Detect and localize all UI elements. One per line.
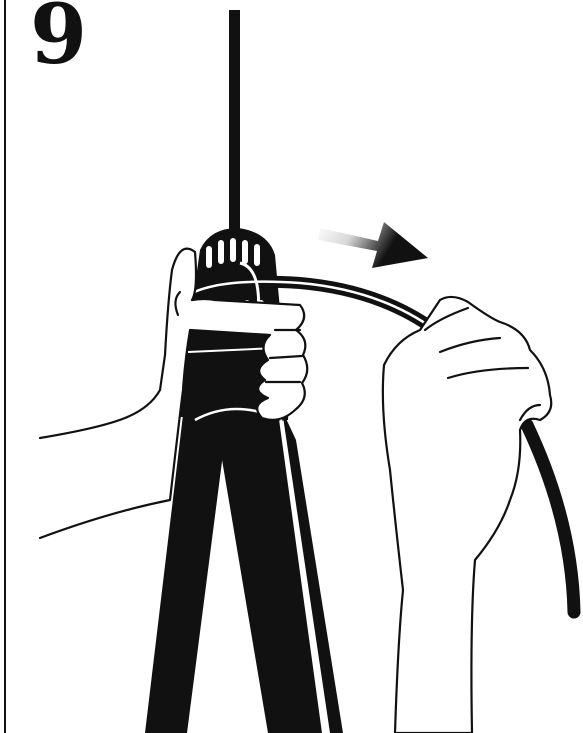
right-hand [383, 297, 551, 733]
center-column [229, 10, 240, 235]
arrow-right-icon [318, 222, 428, 268]
